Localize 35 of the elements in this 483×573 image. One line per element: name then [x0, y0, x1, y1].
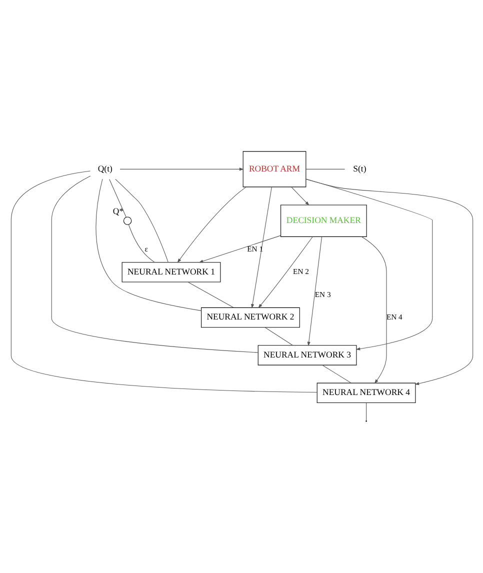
arrow: [360, 236, 386, 384]
node-box: NEURAL NETWORK 4: [316, 382, 416, 404]
arrow: [258, 236, 312, 308]
node-text: Q(t): [97, 163, 112, 174]
node-box: NEURAL NETWORK 3: [257, 345, 356, 366]
connector: [50, 176, 258, 353]
node-circle: [122, 216, 132, 225]
connector: [187, 282, 234, 308]
arrow: [305, 178, 473, 386]
edge-label: EN 4: [386, 312, 402, 322]
edge-label: EN 3: [314, 290, 330, 299]
node-box: ROBOT ARM: [242, 151, 306, 188]
arrow: [305, 178, 432, 350]
node-box: NEURAL NETWORK 1: [121, 262, 220, 282]
edge-label: EN 1: [246, 244, 263, 254]
node-box: NEURAL NETWORK 2: [200, 307, 300, 328]
connector: [95, 178, 201, 311]
arrow: [306, 236, 322, 346]
connector: [10, 170, 317, 393]
arrow: [290, 186, 309, 206]
connector: [114, 178, 168, 263]
connector: [264, 327, 293, 346]
connector: [128, 224, 154, 263]
connector: [305, 168, 345, 170]
arrow: [250, 186, 272, 308]
edge-label: ε: [144, 244, 148, 254]
edge-label: EN 2: [292, 267, 308, 276]
arrow: [198, 235, 280, 263]
connector: [108, 178, 126, 218]
arrow: [176, 186, 246, 263]
node-text: S(t): [352, 163, 366, 174]
connector: [322, 364, 352, 384]
node-box: DECISION MAKER: [280, 204, 366, 237]
node-label: Q*: [112, 206, 124, 216]
arrow: [119, 168, 244, 171]
